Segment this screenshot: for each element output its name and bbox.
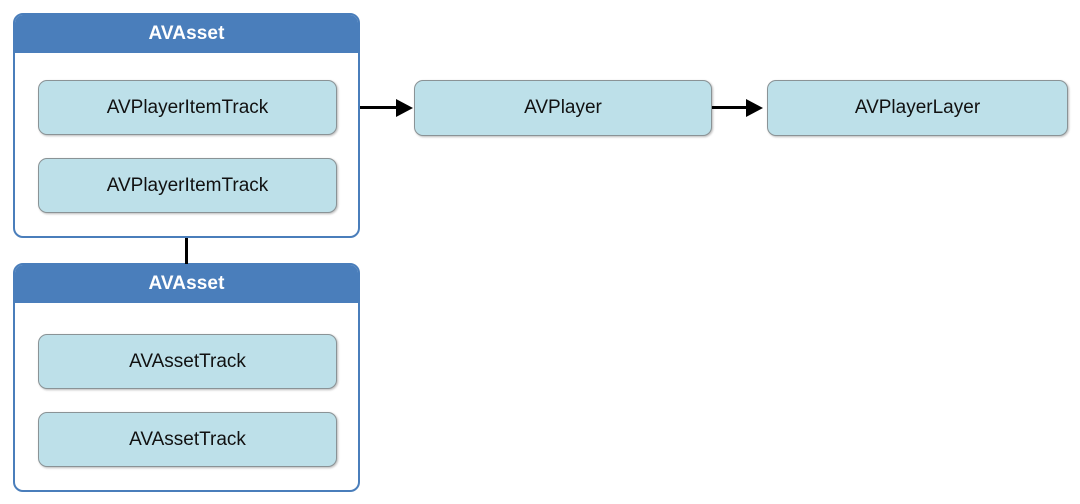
node-avassettrack-2-label: AVAssetTrack xyxy=(129,428,246,450)
node-avplayer-label: AVPlayer xyxy=(524,97,602,118)
connector-avasset-top-to-bottom-line xyxy=(185,238,188,264)
connector-avasset-to-avplayer-arrowhead xyxy=(396,98,413,117)
container-avasset-top-header: AVAsset xyxy=(15,15,358,53)
node-avplayeritemtrack-2-label: AVPlayerItemTrack xyxy=(106,174,269,196)
node-avplayeritemtrack-2[interactable]: AVPlayerItemTrack xyxy=(38,158,337,213)
node-avplayerlayer[interactable]: AVPlayerLayer xyxy=(767,80,1068,136)
node-avassettrack-1[interactable]: AVAssetTrack xyxy=(38,334,337,389)
container-avasset-bottom-header: AVAsset xyxy=(15,265,358,303)
connector-avplayer-to-avplayerlayer-arrowhead xyxy=(746,98,763,117)
container-avasset-bottom[interactable]: AVAsset AVAssetTrack AVAssetTrack xyxy=(13,263,360,492)
node-avplayerlayer-label: AVPlayerLayer xyxy=(854,97,981,118)
container-avasset-top-body: AVPlayerItemTrack AVPlayerItemTrack xyxy=(15,53,358,236)
connector-avplayer-to-avplayerlayer-line xyxy=(712,106,748,109)
node-avassettrack-2[interactable]: AVAssetTrack xyxy=(38,412,337,467)
connector-avasset-to-avplayer-line xyxy=(360,106,398,109)
container-avasset-top[interactable]: AVAsset AVPlayerItemTrack AVPlayerItemTr… xyxy=(13,13,360,238)
node-avplayeritemtrack-1-label: AVPlayerItemTrack xyxy=(106,96,269,118)
node-avplayer[interactable]: AVPlayer xyxy=(414,80,712,136)
container-avasset-bottom-body: AVAssetTrack AVAssetTrack xyxy=(15,303,358,490)
node-avassettrack-1-label: AVAssetTrack xyxy=(129,350,246,372)
node-avplayeritemtrack-1[interactable]: AVPlayerItemTrack xyxy=(38,80,337,135)
